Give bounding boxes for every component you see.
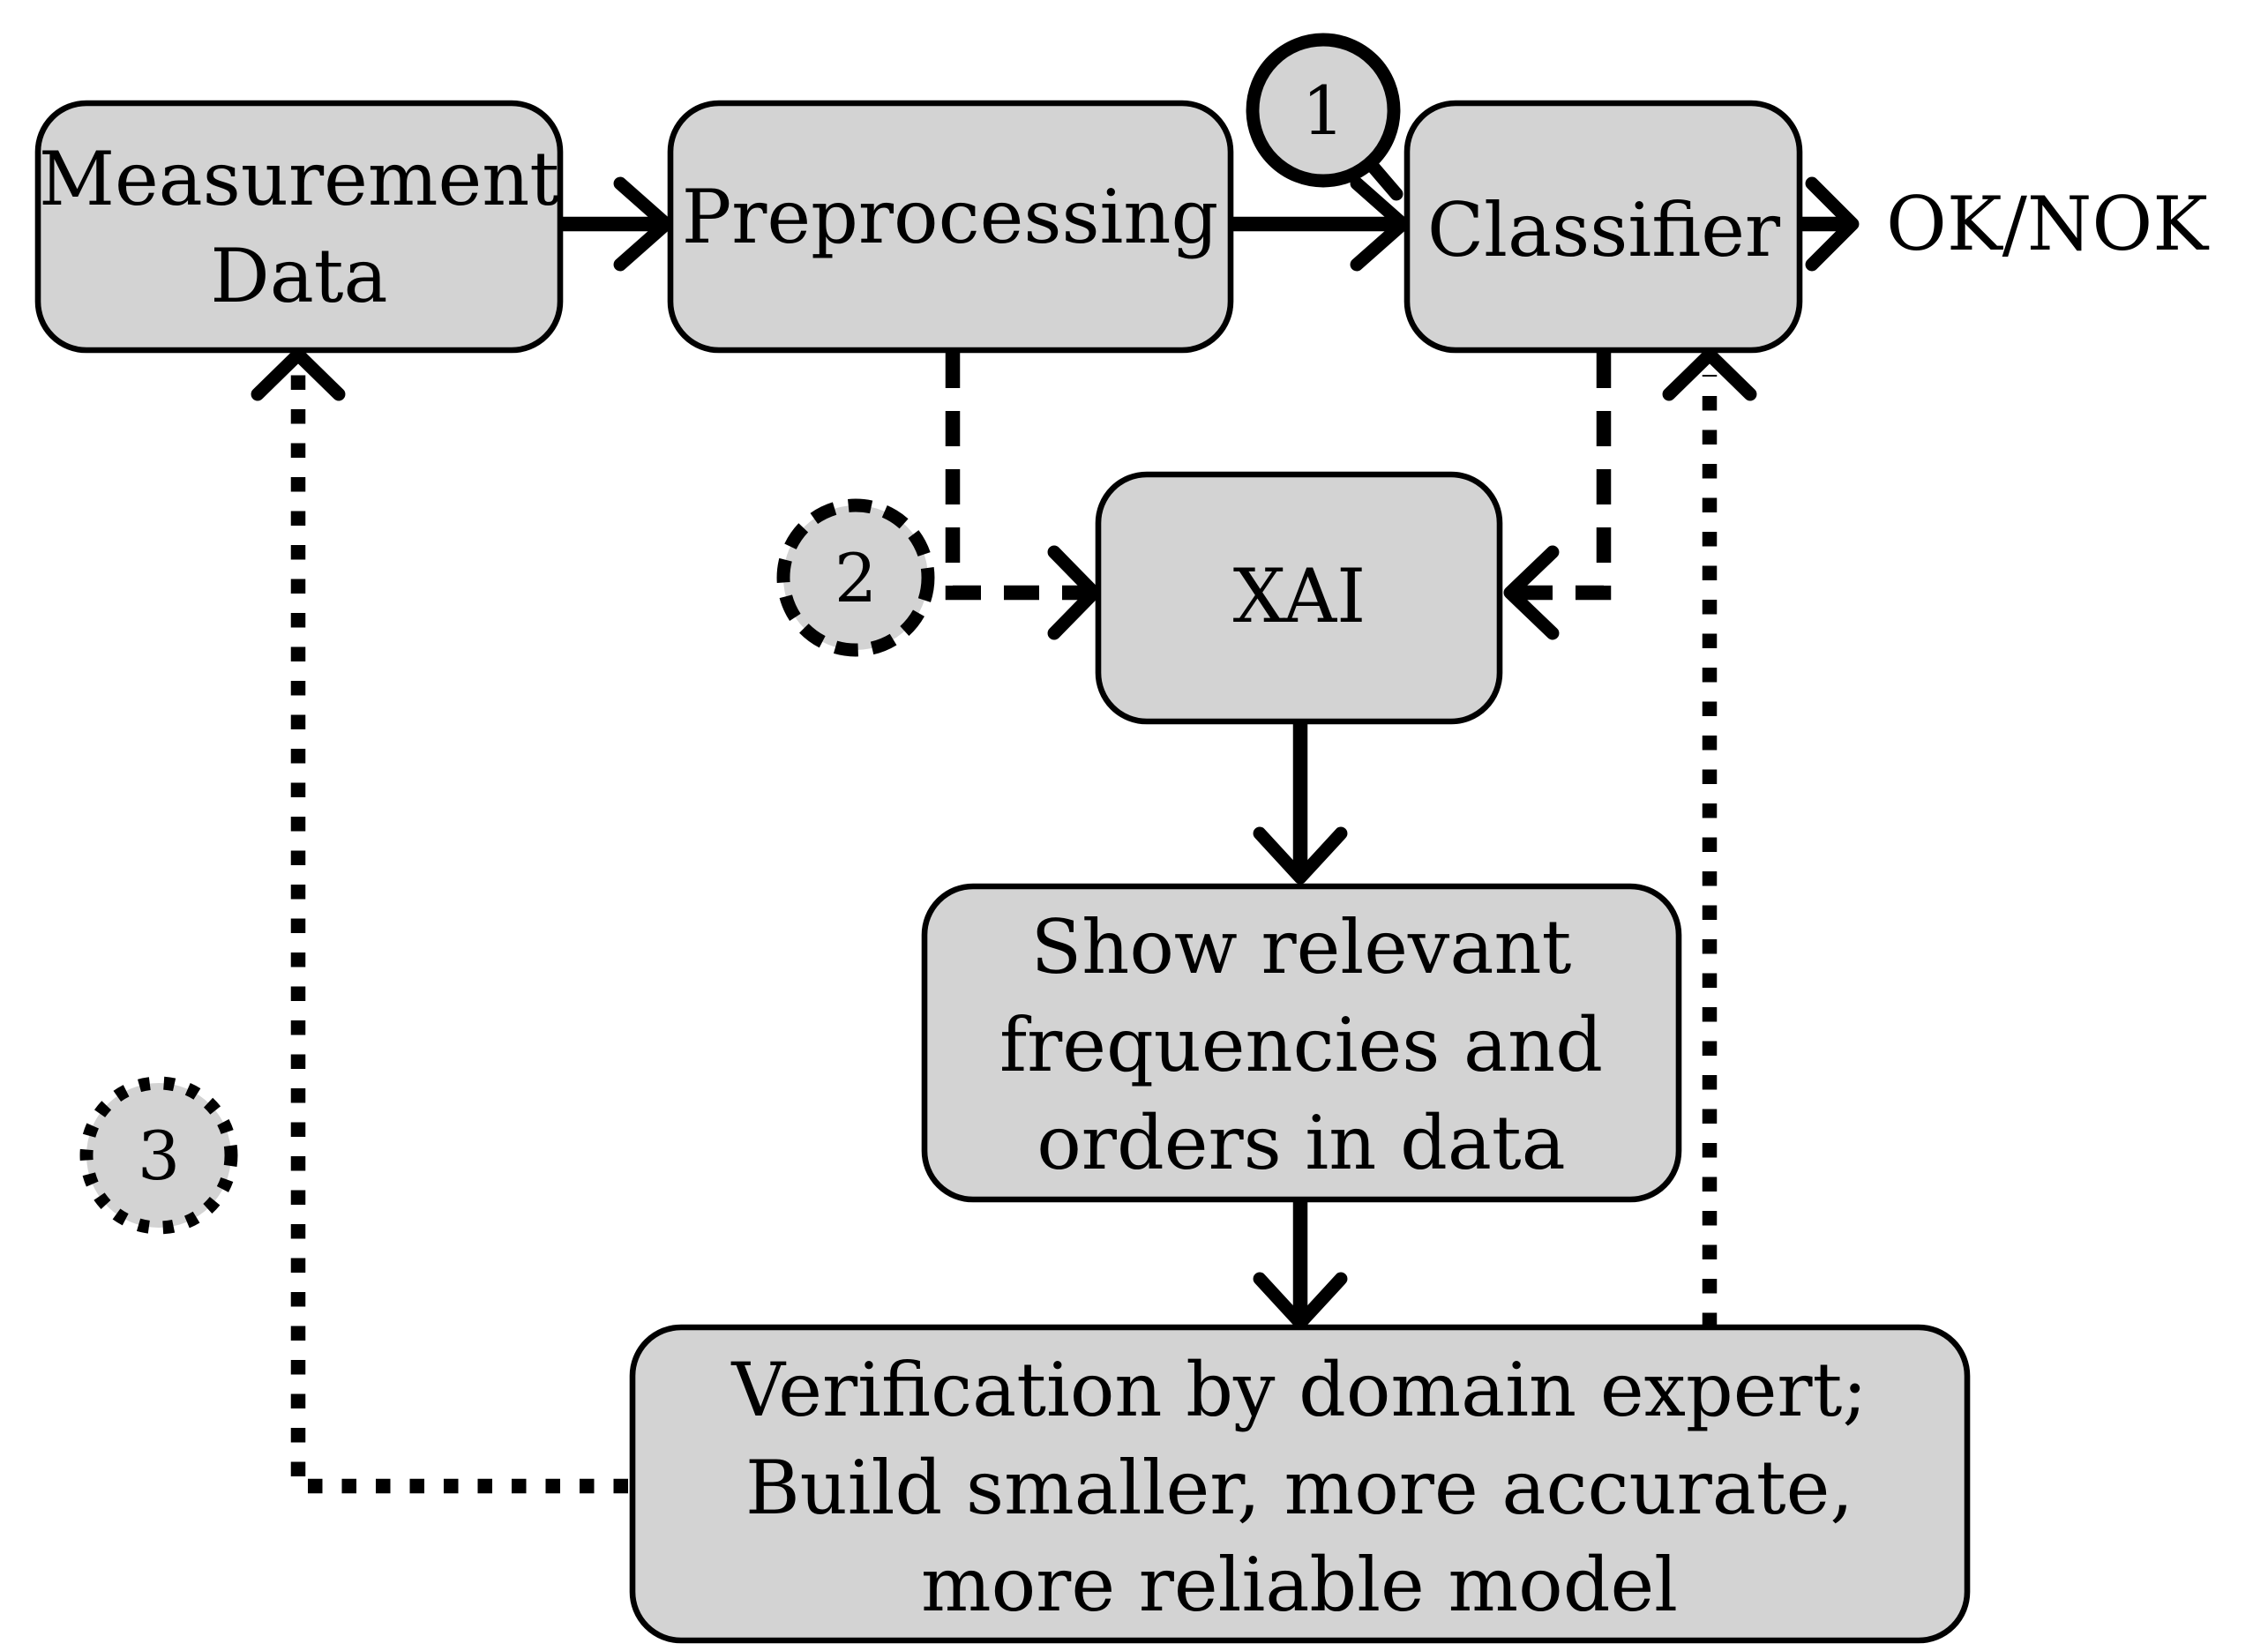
badge-label: 2 bbox=[835, 539, 877, 617]
node-xai: XAI bbox=[1095, 471, 1503, 725]
node-preprocessing: Preprocessing bbox=[667, 100, 1234, 354]
output-label: OK/NOK bbox=[1886, 181, 2210, 267]
arrowhead-xai-right bbox=[1503, 545, 1560, 640]
node-show-relevant: Show relevant frequencies and orders in … bbox=[921, 883, 1682, 1203]
node-label-line-3: orders in data bbox=[1037, 1100, 1566, 1186]
arrowhead-classifier bbox=[1350, 176, 1410, 272]
arrowhead-measurement bbox=[251, 347, 346, 401]
node-label-line-2: Build smaller, more accurate, bbox=[745, 1445, 1853, 1531]
connectors bbox=[251, 176, 1860, 1494]
node-label-line-2: Data bbox=[210, 233, 387, 319]
node-label-line-3: more reliable model bbox=[921, 1542, 1678, 1628]
edge-preprocessing-to-xai bbox=[945, 353, 1089, 601]
badge-three: 3 bbox=[79, 1076, 238, 1235]
node-label-line-2: frequencies and bbox=[999, 1002, 1603, 1088]
edge-verification-to-measurement bbox=[290, 375, 628, 1494]
badge-label: 1 bbox=[1302, 71, 1344, 150]
node-label: XAI bbox=[1233, 553, 1366, 639]
arrowhead-preprocessing bbox=[613, 176, 673, 272]
arrowhead-output bbox=[1805, 176, 1860, 272]
node-measurement-data: Measurement Data bbox=[34, 100, 564, 354]
edge-classifier-to-xai bbox=[1513, 353, 1612, 601]
badge-one: 1 bbox=[1246, 33, 1403, 201]
node-label-line-1: Verification by domain expert; bbox=[730, 1347, 1867, 1433]
arrowhead-classifier-bottom bbox=[1662, 347, 1757, 401]
node-label: Classifier bbox=[1427, 187, 1781, 273]
badge-label: 3 bbox=[138, 1117, 180, 1195]
node-label: Preprocessing bbox=[682, 174, 1219, 260]
arrowhead-verification bbox=[1253, 1272, 1348, 1330]
node-classifier: Classifier bbox=[1403, 100, 1803, 354]
arrowhead-relevant bbox=[1253, 826, 1348, 885]
badge-two: 2 bbox=[776, 498, 935, 657]
node-label-line-1: Measurement bbox=[39, 136, 559, 222]
arrowhead-xai-left bbox=[1047, 545, 1101, 640]
node-label-line-1: Show relevant bbox=[1031, 904, 1572, 990]
node-verification: Verification by domain expert; Build sma… bbox=[629, 1324, 1971, 1644]
